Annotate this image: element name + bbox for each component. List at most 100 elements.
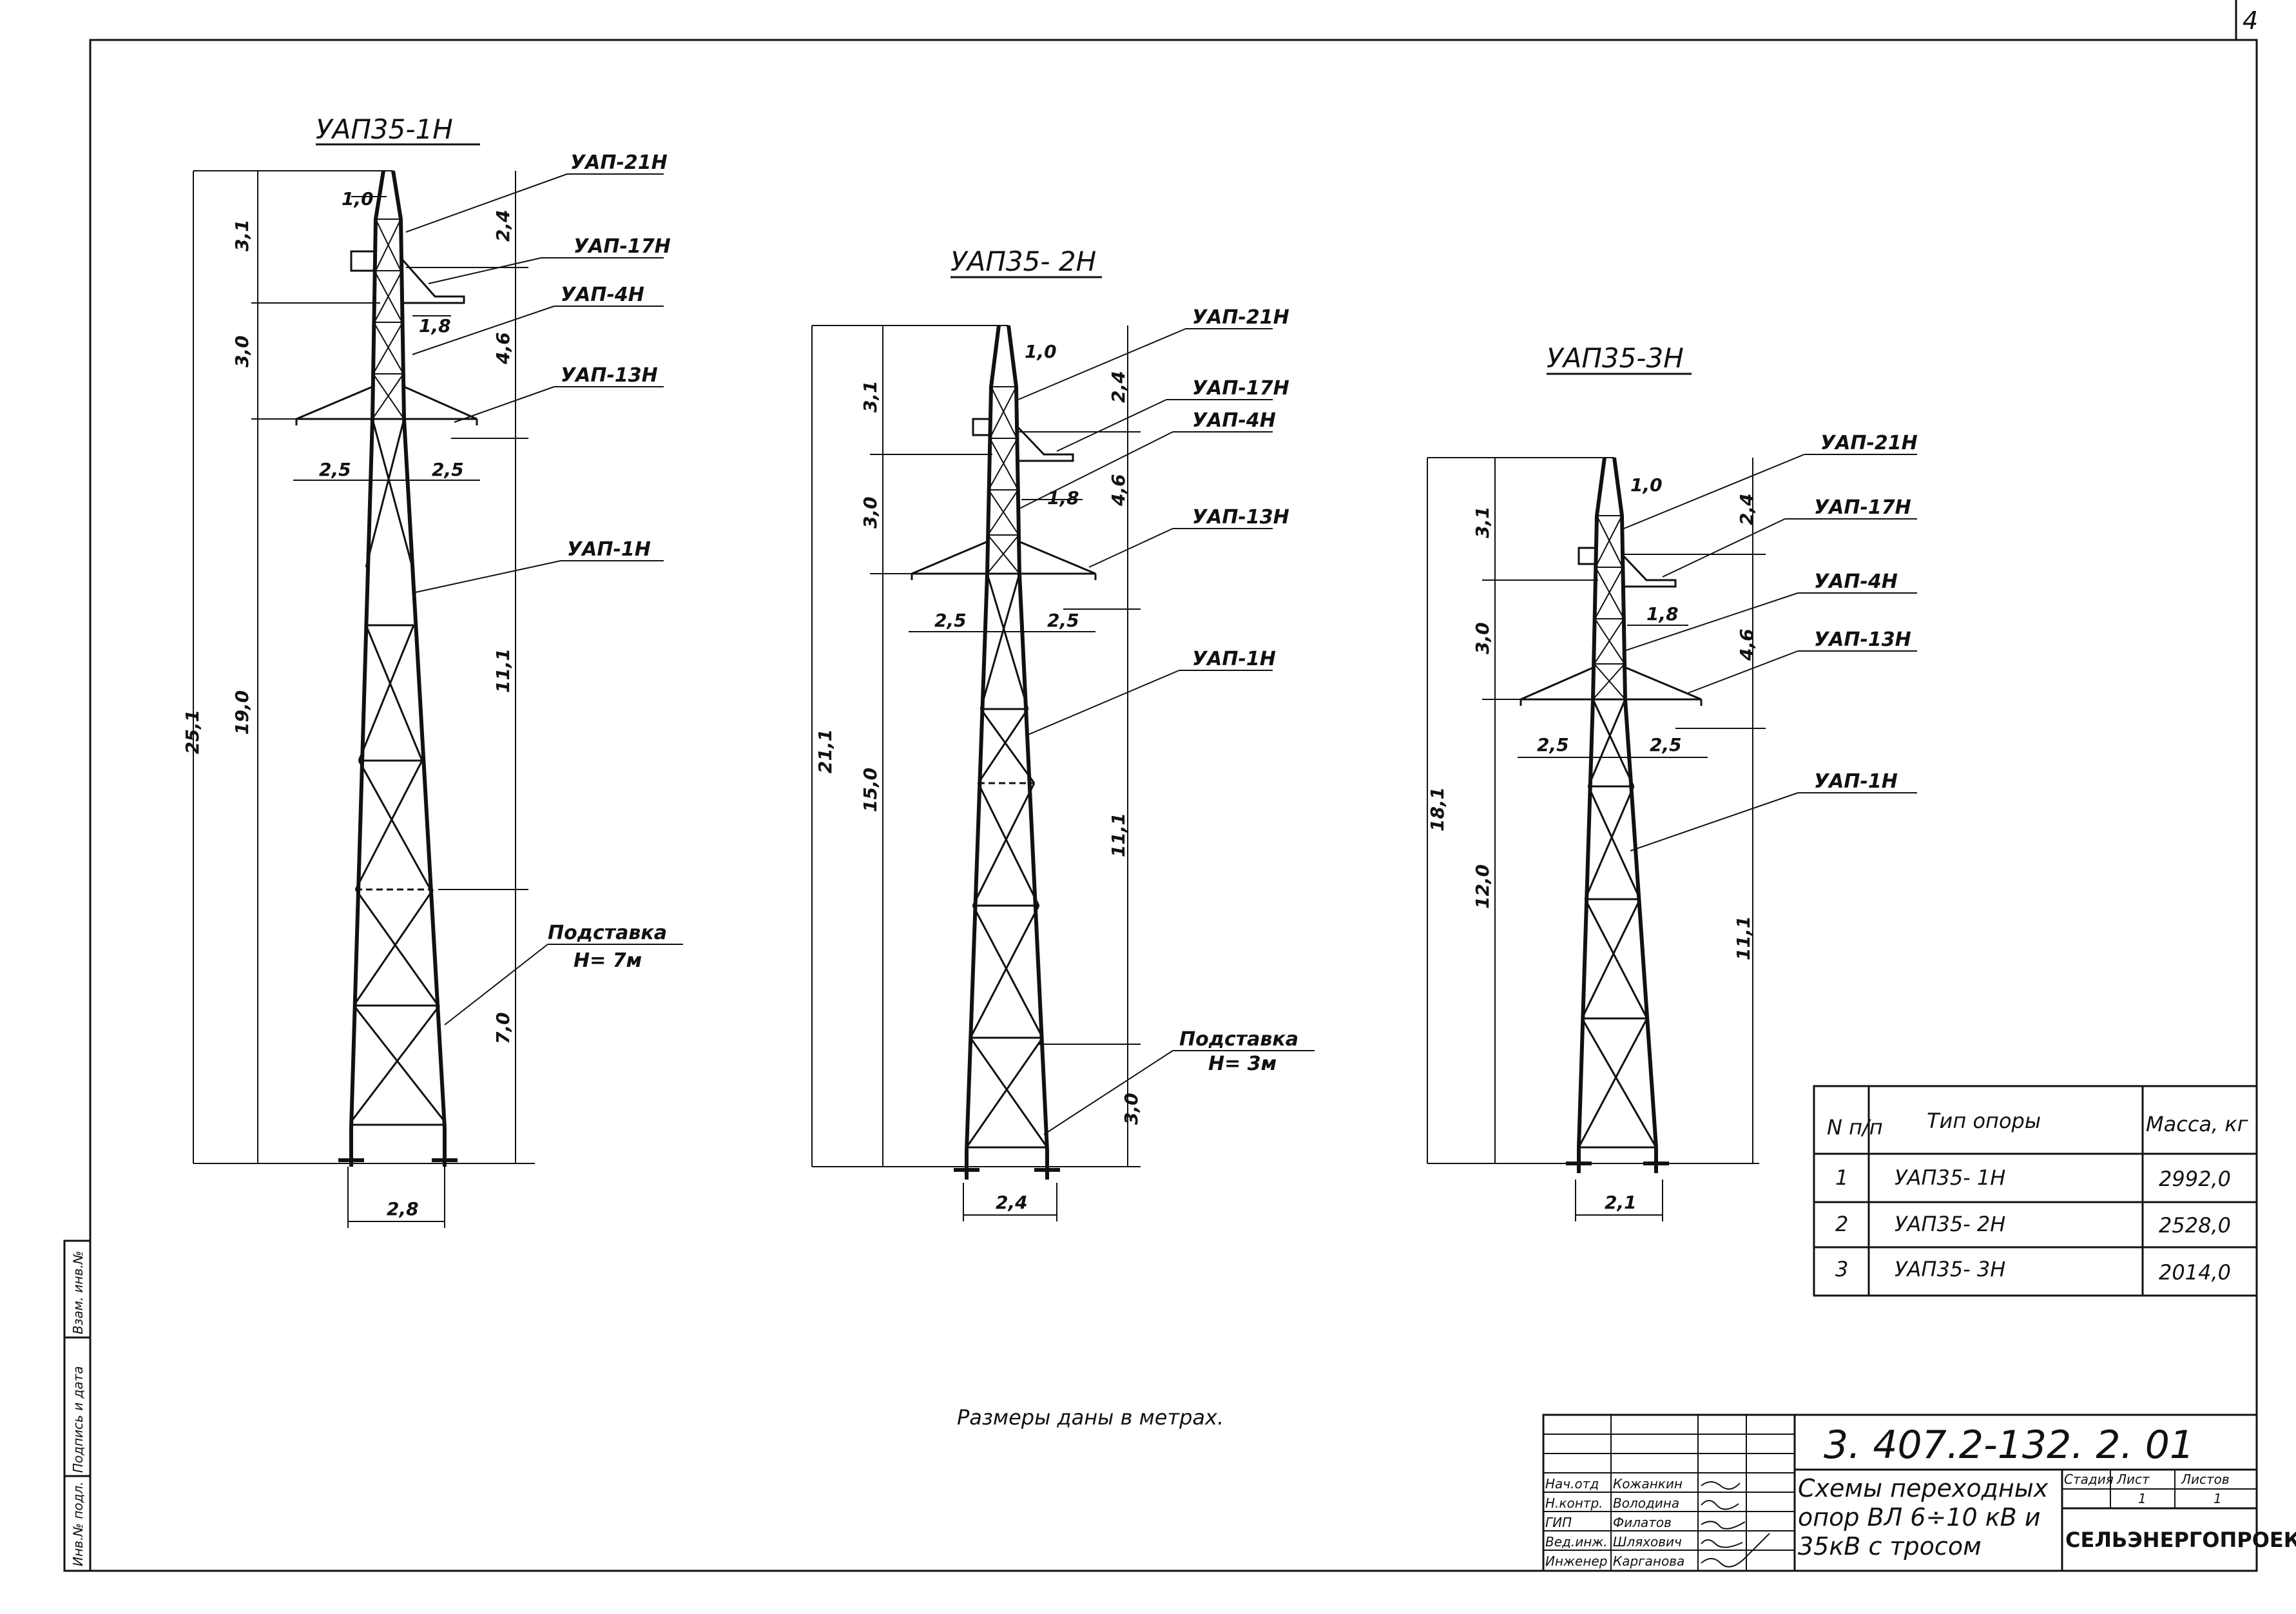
mass-table-row1-type: УАП35- 1Н (1895, 1165, 2005, 1190)
tower-1-dim-w-left: 2,5 (319, 459, 351, 480)
tower-3-dim-body: 11,1 (1733, 916, 1754, 960)
side-stamp-replace: Взам. инв.№ (70, 1251, 86, 1334)
name-3: Филатов (1613, 1515, 1672, 1530)
title-block: 3. 407.2-132. 2. 01 Схемы переходных опо… (1542, 1414, 2296, 1572)
name-5: Карганова (1613, 1553, 1684, 1569)
tower-3-label-13: УАП-13Н (1814, 628, 1911, 651)
tower-2-dim-stand: 3,0 (1121, 1093, 1142, 1125)
tower-1-label-1: УАП-1Н (567, 538, 651, 561)
role-5: Инженер (1545, 1553, 1607, 1569)
tower-1: УАП35-1Н (182, 113, 683, 1228)
tower-3-dim-w-top: 1,0 (1630, 474, 1663, 496)
tower-2-dim-base: 2,4 (996, 1192, 1028, 1213)
tower-2-dim-peak: 2,4 (1108, 371, 1129, 403)
tower-1-title: УАП35-1Н (316, 113, 453, 145)
tower-1-dim-stand: 7,0 (492, 1012, 514, 1044)
mass-table-row2-type: УАП35- 2Н (1895, 1212, 2005, 1236)
tower-3-label-17: УАП-17Н (1814, 496, 1911, 519)
mass-table-row3-type: УАП35- 3Н (1895, 1257, 2005, 1281)
tower-3-label-4: УАП-4Н (1814, 570, 1898, 593)
tower-3-dim-mid: 3,0 (1472, 622, 1493, 654)
tower-3-dim-total: 18,1 (1427, 787, 1448, 831)
mass-table-header-num: N п/п (1827, 1115, 1883, 1140)
mass-table-header-mass: Масса, кг (2146, 1112, 2248, 1136)
sheet-header: Лист (2116, 1472, 2150, 1487)
tower-2-dim-arm: 4,6 (1108, 474, 1129, 507)
tower-2-dim-body: 11,1 (1108, 813, 1129, 857)
stage-header: Стадия (2064, 1472, 2114, 1487)
tower-3-dim-lower: 12,0 (1472, 864, 1493, 909)
tower-2-dim-total: 21,1 (815, 729, 836, 773)
title-line-3: 35кВ с тросом (1798, 1532, 1982, 1561)
sheets-value: 1 (2214, 1491, 2222, 1506)
tower-3-dim-w-arm: 1,8 (1646, 603, 1679, 625)
tower-3-label-21: УАП-21Н (1820, 432, 1918, 454)
role-3: ГИП (1545, 1515, 1572, 1530)
mass-table-row3-num: 3 (1835, 1257, 1848, 1281)
tower-3-label-1: УАП-1Н (1814, 770, 1898, 793)
tower-3: УАП35-3Н (1427, 342, 1918, 1221)
tower-1-dim-w-top: 1,0 (342, 188, 374, 209)
role-4: Вед.инж. (1545, 1534, 1608, 1550)
tower-1-dim-mid: 3,0 (231, 335, 253, 367)
tower-2-label-4: УАП-4Н (1192, 409, 1276, 432)
tower-1-label-4: УАП-4Н (561, 284, 644, 306)
name-1: Кожанкин (1613, 1476, 1683, 1492)
tower-2-dim-w-left: 2,5 (934, 610, 967, 631)
tower-2-dim-w-arm: 1,8 (1047, 487, 1079, 509)
role-2: Н.контр. (1545, 1495, 1603, 1511)
mass-table-row3-mass: 2014,0 (2159, 1260, 2231, 1285)
tower-3-dim-w-right: 2,5 (1650, 734, 1682, 755)
tower-2-title: УАП35- 2Н (950, 246, 1096, 277)
side-stamp-inv: Инв.№ подл. (70, 1481, 86, 1566)
mass-table-header-type: Тип опоры (1927, 1109, 2041, 1133)
tower-1-dim-body: 11,1 (492, 648, 514, 693)
tower-2-label-1: УАП-1Н (1192, 648, 1276, 670)
tower-2-dim-w-right: 2,5 (1047, 610, 1079, 631)
organization-name: СЕЛЬЭНЕРГОПРОЕКТ (2065, 1528, 2296, 1552)
tower-3-title: УАП35-3Н (1547, 342, 1684, 374)
document-code: 3. 407.2-132. 2. 01 (1824, 1423, 2194, 1468)
tower-1-dim-w-right: 2,5 (432, 459, 464, 480)
mass-table-row2-num: 2 (1835, 1212, 1848, 1236)
tower-2-dim-mid: 3,0 (860, 496, 881, 529)
tower-2-label-21: УАП-21Н (1192, 306, 1289, 329)
name-4: Шляхович (1613, 1534, 1682, 1550)
mass-table: N п/п Тип опоры Масса, кг 1 УАП35- 1Н 29… (1813, 1085, 2258, 1297)
tower-1-dim-arm: 4,6 (492, 332, 514, 365)
tower-2-dim-top: 3,1 (860, 380, 881, 413)
tower-1-dim-w-arm: 1,8 (419, 315, 451, 336)
tower-2: УАП35- 2Н (811, 246, 1315, 1221)
title-line-1: Схемы переходных (1798, 1474, 2049, 1502)
mass-table-row1-mass: 2992,0 (2159, 1167, 2231, 1191)
mass-table-row1-num: 1 (1835, 1165, 1848, 1190)
tower-1-dim-total: 25,1 (182, 710, 203, 754)
tower-1-dim-base: 2,8 (387, 1198, 419, 1220)
mass-table-row2-mass: 2528,0 (2159, 1213, 2231, 1238)
tower-3-dim-top: 3,1 (1472, 506, 1493, 538)
sheets-header: Листов (2181, 1472, 2230, 1487)
tower-2-dim-lower: 15,0 (860, 768, 881, 812)
tower-2-label-17: УАП-17Н (1192, 377, 1289, 400)
tower-1-label-21: УАП-21Н (570, 151, 668, 174)
tower-1-dim-lower: 19,0 (231, 690, 253, 735)
tower-2-stand-label: Подставка (1179, 1028, 1298, 1051)
name-2: Володина (1613, 1495, 1679, 1511)
tower-3-dim-w-left: 2,5 (1537, 734, 1569, 755)
tower-2-label-13: УАП-13Н (1192, 506, 1289, 529)
tower-1-label-17: УАП-17Н (574, 235, 671, 258)
tower-2-dim-w-top: 1,0 (1025, 341, 1057, 362)
tower-1-stand-label: Подставка (548, 922, 667, 944)
side-stamp: Инв.№ подл. Подпись и дата Взам. инв.№ (63, 1240, 92, 1572)
side-stamp-sign: Подпись и дата (70, 1366, 86, 1473)
role-1: Нач.отд (1545, 1476, 1599, 1492)
sheet-number: 4 (2243, 6, 2258, 35)
tower-3-dim-base: 2,1 (1605, 1192, 1637, 1213)
sheet-frame (89, 39, 2258, 1572)
tower-2-stand-height: Н= 3м (1208, 1053, 1277, 1075)
tower-1-dim-top: 3,1 (231, 219, 253, 251)
tower-3-dim-peak: 2,4 (1736, 493, 1757, 525)
title-line-2: опор ВЛ 6÷10 кВ и (1798, 1503, 2041, 1531)
signatures (1701, 1481, 1770, 1568)
